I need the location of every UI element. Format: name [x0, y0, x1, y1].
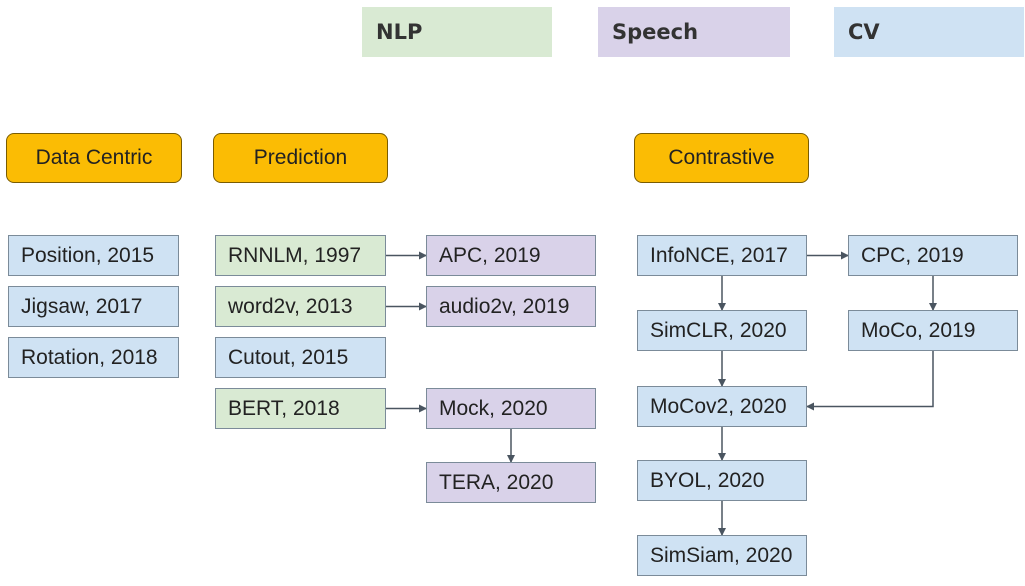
method-cutout: Cutout, 2015 [215, 337, 386, 378]
method-moco: MoCo, 2019 [848, 310, 1018, 351]
method-apc: APC, 2019 [426, 235, 596, 276]
method-bert: BERT, 2018 [215, 388, 386, 429]
method-audio2v: audio2v, 2019 [426, 286, 596, 327]
arrow-moco-to-mocov2 [806, 351, 934, 411]
category-prediction: Prediction [213, 133, 388, 183]
method-infonce: InfoNCE, 2017 [637, 235, 807, 276]
method-rotation: Rotation, 2018 [8, 337, 179, 378]
method-position: Position, 2015 [8, 235, 179, 276]
legend-speech: Speech [598, 7, 790, 57]
legend-cv: CV [834, 7, 1024, 57]
method-byol: BYOL, 2020 [637, 460, 807, 501]
category-contrastive: Contrastive [634, 133, 809, 183]
method-mocov2: MoCov2, 2020 [637, 386, 807, 427]
method-simclr: SimCLR, 2020 [637, 310, 807, 351]
method-tera: TERA, 2020 [426, 462, 596, 503]
method-jigsaw: Jigsaw, 2017 [8, 286, 179, 327]
method-mock: Mock, 2020 [426, 388, 596, 429]
category-data-centric: Data Centric [6, 133, 182, 183]
method-simsiam: SimSiam, 2020 [637, 535, 807, 576]
method-cpc: CPC, 2019 [848, 235, 1018, 276]
method-word2v: word2v, 2013 [215, 286, 386, 327]
method-rnnlm: RNNLM, 1997 [215, 235, 386, 276]
legend-nlp: NLP [362, 7, 552, 57]
